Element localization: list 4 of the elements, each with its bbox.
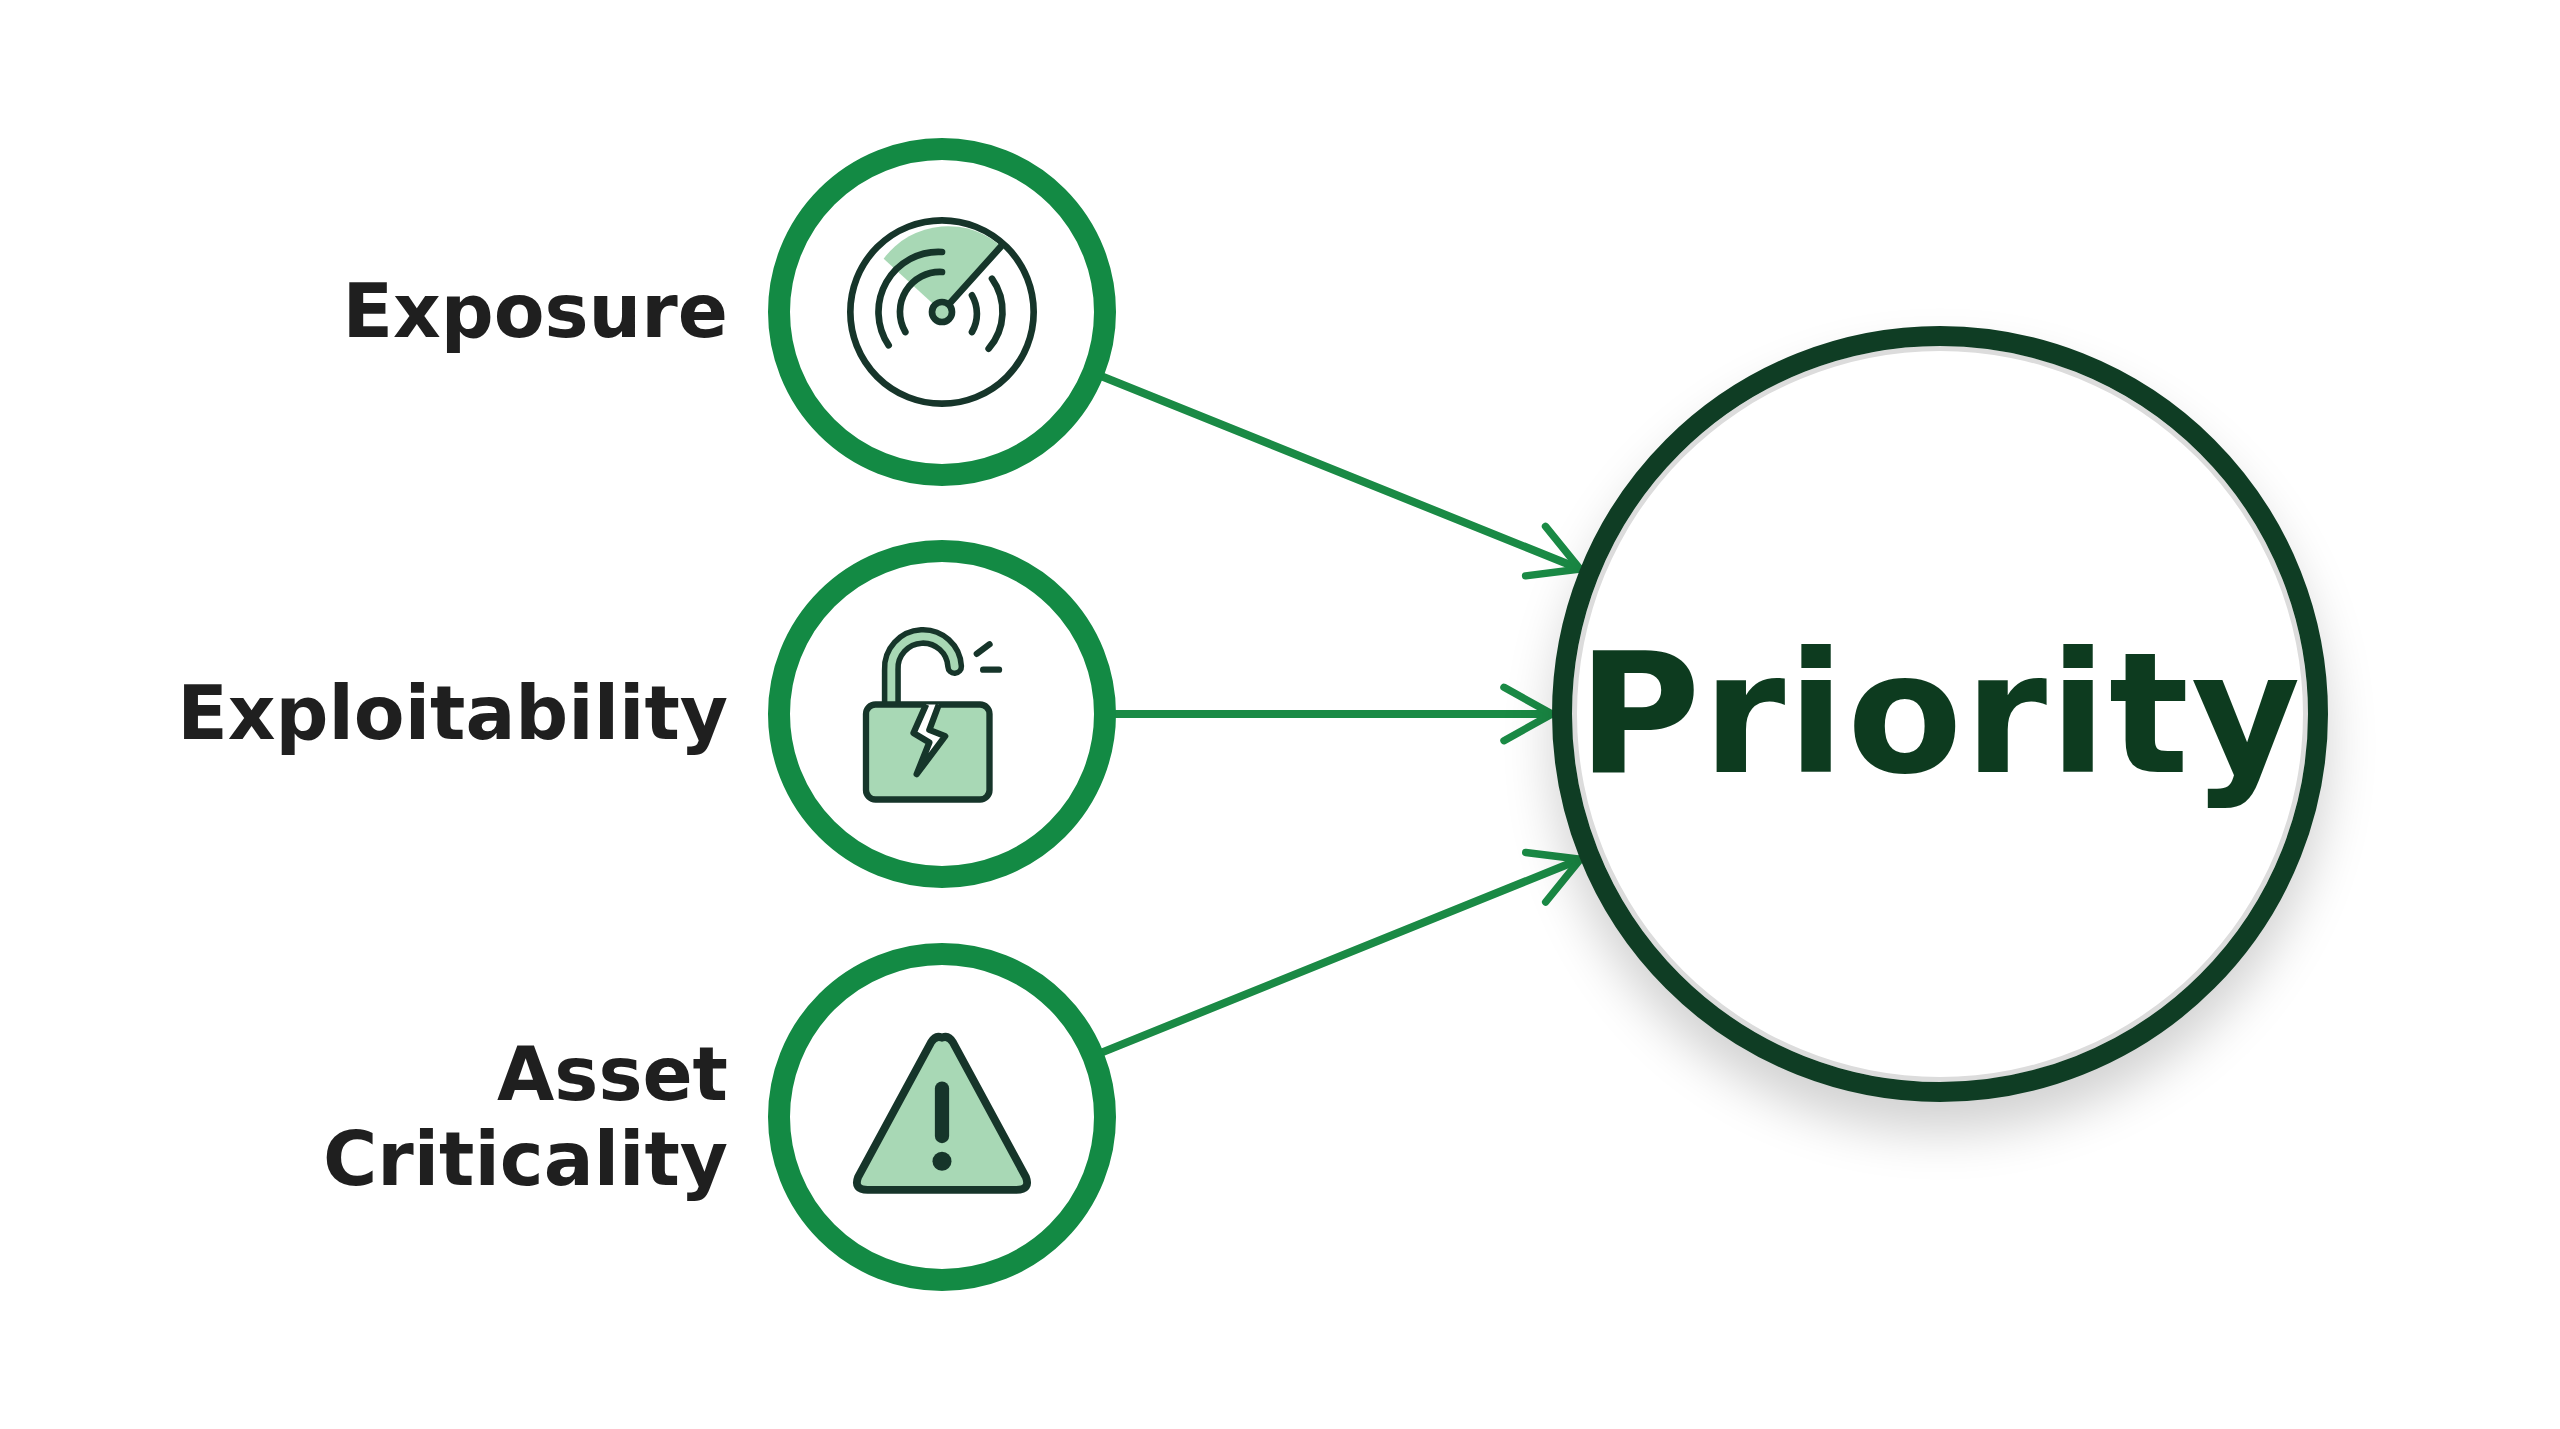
factor-label: Exposure bbox=[341, 269, 728, 355]
factor-label: Asset Criticality bbox=[321, 1031, 728, 1203]
priority-circle: Priority bbox=[1552, 326, 2328, 1102]
factor-label: Exploitability bbox=[176, 671, 728, 757]
